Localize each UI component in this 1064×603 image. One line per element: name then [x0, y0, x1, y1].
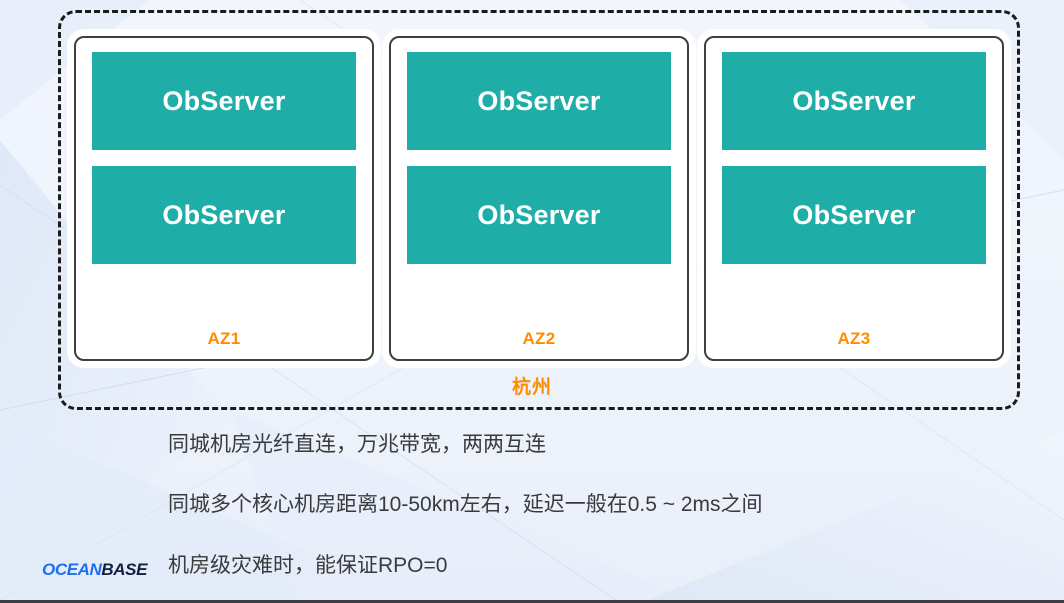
notes-list: 同城机房光纤直连，万兆带宽，两两互连 同城多个核心机房距离10-50km左右，延…	[168, 432, 1028, 579]
observer-label: ObServer	[477, 199, 601, 230]
bottom-edge-rule	[0, 600, 1064, 603]
oceanbase-logo: OCEAN BASE	[42, 561, 147, 578]
observer-node[interactable]: ObServer	[722, 166, 986, 264]
observer-label: ObServer	[162, 85, 286, 116]
observer-node[interactable]: ObServer	[407, 166, 671, 264]
observer-label: ObServer	[162, 199, 286, 230]
observer-node[interactable]: ObServer	[92, 52, 356, 150]
observer-node[interactable]: ObServer	[722, 52, 986, 150]
observer-node[interactable]: ObServer	[92, 166, 356, 264]
note-line-3: 机房级灾难时，能保证RPO=0	[168, 553, 448, 577]
az-panel-3[interactable]: ObServer ObServer AZ3	[704, 36, 1004, 361]
region-city-label: 杭州	[511, 377, 552, 398]
note-line-2: 同城多个核心机房距离10-50km左右，延迟一般在0.5 ~ 2ms之间	[168, 493, 763, 517]
observer-label: ObServer	[792, 199, 916, 230]
note-line-1: 同城机房光纤直连，万兆带宽，两两互连	[168, 433, 546, 456]
az-label: AZ2	[522, 329, 556, 348]
region-boundary	[58, 10, 1020, 410]
az-panel-2[interactable]: ObServer ObServer AZ2	[389, 36, 689, 361]
availability-zone-row: ObServer ObServer AZ1 ObServer ObServer …	[74, 36, 1004, 361]
logo-text-base: BASE	[101, 560, 148, 579]
observer-node[interactable]: ObServer	[407, 52, 671, 150]
observer-label: ObServer	[792, 85, 916, 116]
observer-label: ObServer	[477, 85, 601, 116]
logo-text-ocean: OCEAN	[42, 560, 102, 579]
az-label: AZ1	[207, 329, 241, 348]
az-label: AZ3	[837, 329, 871, 348]
az-panel-1[interactable]: ObServer ObServer AZ1	[74, 36, 374, 361]
